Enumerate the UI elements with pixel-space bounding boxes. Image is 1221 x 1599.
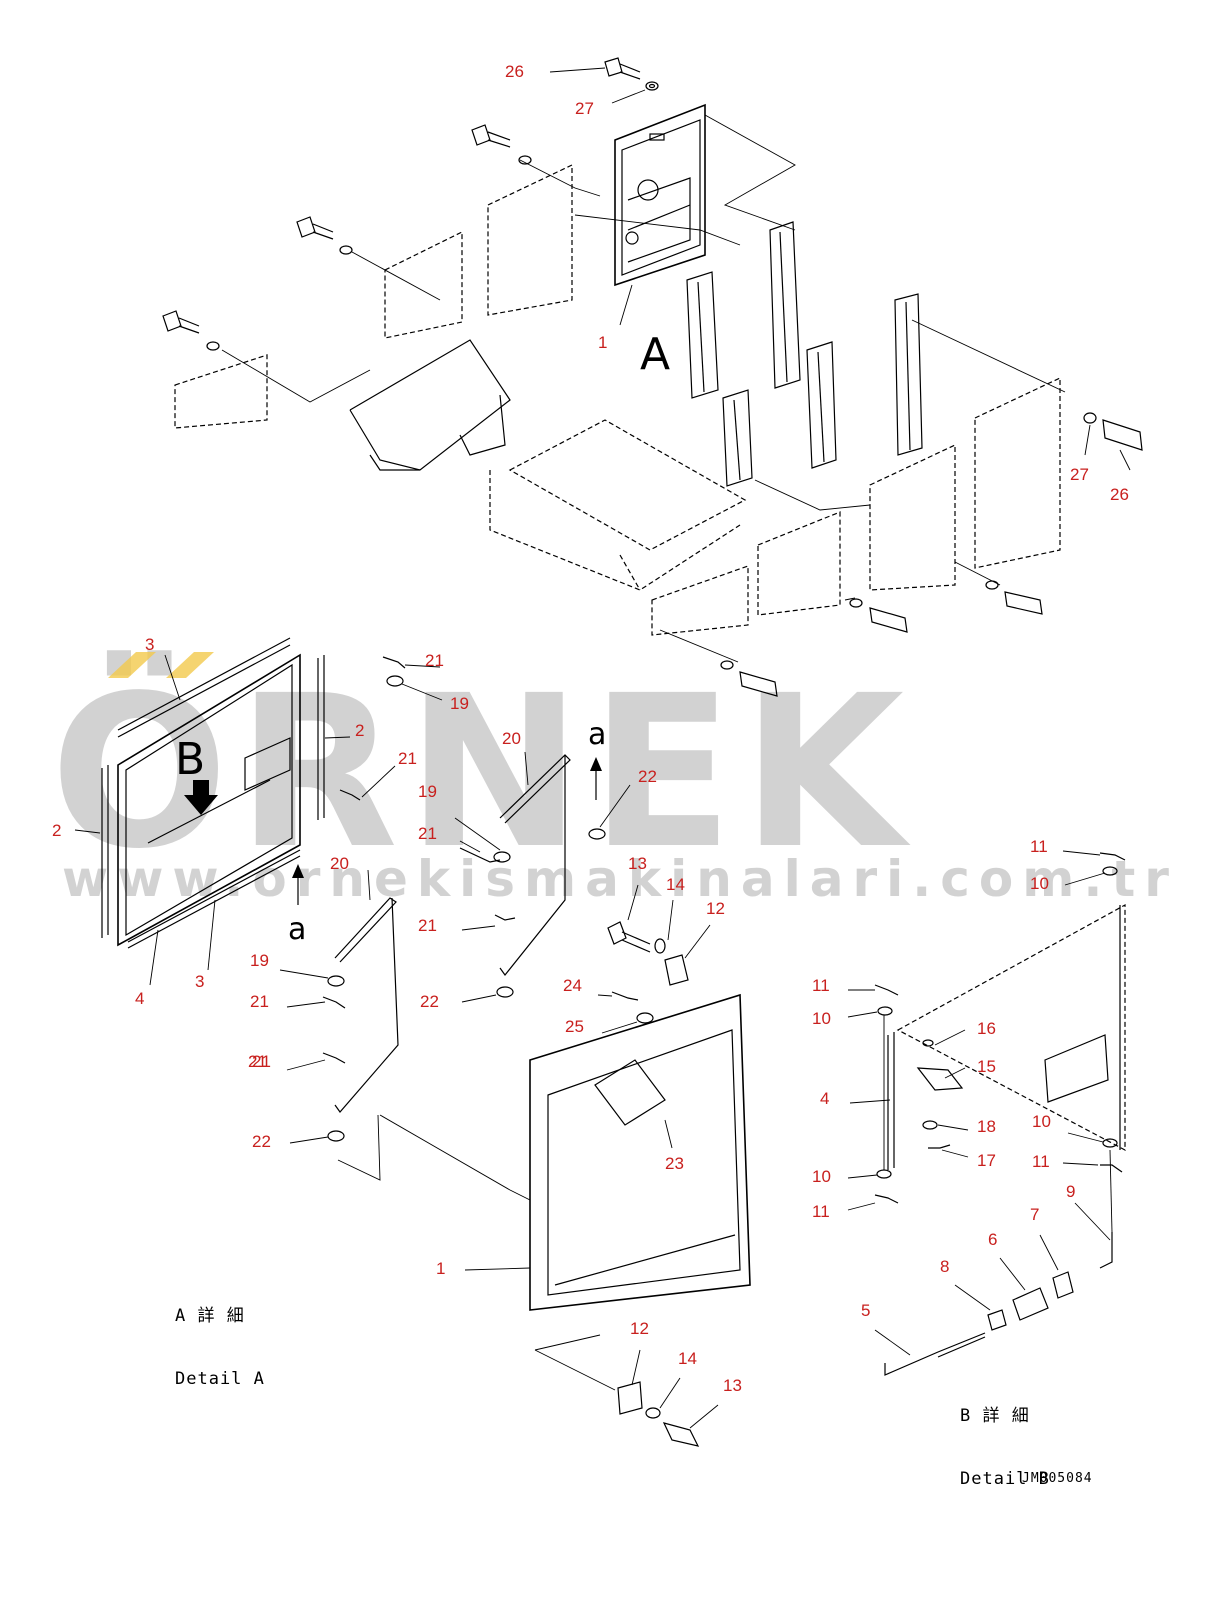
posts-top xyxy=(686,221,923,487)
callout-13: 13 xyxy=(723,1376,742,1395)
callout-1: 1 xyxy=(436,1259,446,1278)
base-frame xyxy=(489,419,747,591)
detail-b-washers xyxy=(876,866,1118,1179)
callout-4: 4 xyxy=(135,989,145,1008)
callout-15: 15 xyxy=(977,1057,996,1076)
callout-20: 20 xyxy=(330,854,349,873)
bolt-26-top xyxy=(604,57,659,91)
callout-10: 10 xyxy=(1030,874,1049,893)
bolt-set-4 xyxy=(162,310,220,351)
callout-26: 26 xyxy=(1110,485,1129,504)
detail-a-door-assembly xyxy=(101,637,325,949)
callout-1: 1 xyxy=(598,333,608,352)
leader-lines-detail-b xyxy=(847,850,1113,1356)
callout-19: 19 xyxy=(250,951,269,970)
callout-22: 22 xyxy=(420,992,439,1011)
callout-10: 10 xyxy=(812,1167,831,1186)
callout-21: 21 xyxy=(398,749,417,768)
arrow-label-a-left: a xyxy=(288,912,307,947)
callout-22: 22 xyxy=(252,1132,271,1151)
detail-b-pins xyxy=(874,852,1126,1204)
callout-26: 26 xyxy=(505,62,524,81)
callout-21: 21 xyxy=(252,1052,271,1071)
chassis-bracket xyxy=(349,339,511,471)
bolt-set-3 xyxy=(296,216,353,255)
detail-a-washers xyxy=(327,675,666,1419)
drawing-code: JM005084 xyxy=(1022,1471,1093,1486)
detail-b-rod-parts xyxy=(884,1232,1113,1376)
callout-11: 11 xyxy=(812,976,830,995)
detail-a-arrow-a-icon xyxy=(292,757,602,878)
view-letter-b: B xyxy=(175,734,206,785)
callout-12: 12 xyxy=(630,1319,649,1338)
callout-11: 11 xyxy=(812,1202,830,1221)
callout-21: 21 xyxy=(250,992,269,1011)
detail-a-struts xyxy=(334,754,571,1113)
callout-7: 7 xyxy=(1030,1205,1040,1224)
leader-lines-detail-a xyxy=(74,654,719,1429)
callout-6: 6 xyxy=(988,1230,998,1249)
callout-8: 8 xyxy=(940,1257,950,1276)
view-letter-a: A xyxy=(640,329,671,380)
bolts-top-right xyxy=(720,412,1143,697)
callout-10: 10 xyxy=(1032,1112,1051,1131)
callout-27: 27 xyxy=(575,99,594,118)
callout-3: 3 xyxy=(145,635,155,654)
detail-a-lower-frame xyxy=(529,993,751,1311)
callout-17: 17 xyxy=(977,1151,996,1170)
detail-a-caption: A 詳 細 Detail A xyxy=(175,1305,265,1390)
callout-18: 18 xyxy=(977,1117,996,1136)
callout-12: 12 xyxy=(706,899,725,918)
callout-13: 13 xyxy=(628,854,647,873)
callout-9: 9 xyxy=(1066,1182,1076,1201)
callout-16: 16 xyxy=(977,1019,996,1038)
callout-11: 11 xyxy=(1032,1152,1050,1171)
callout-21: 21 xyxy=(248,1052,267,1071)
callout-27: 27 xyxy=(1070,465,1089,484)
callout-14: 14 xyxy=(678,1349,697,1368)
callout-4: 4 xyxy=(820,1089,830,1108)
callout-19: 19 xyxy=(418,782,437,801)
callout-24: 24 xyxy=(563,976,582,995)
callout-19: 19 xyxy=(450,694,469,713)
detail-b-door xyxy=(887,903,1126,1170)
callout-3: 3 xyxy=(195,972,205,991)
callout-11: 11 xyxy=(1030,837,1048,856)
callout-14: 14 xyxy=(666,875,685,894)
callout-10: 10 xyxy=(812,1009,831,1028)
door-panel-top xyxy=(614,103,706,287)
callout-2: 2 xyxy=(52,821,62,840)
leader-lines-top xyxy=(221,67,1131,663)
callout-21: 21 xyxy=(418,916,437,935)
detail-a-arrow-b-icon xyxy=(184,780,218,815)
detail-b-caption: B 詳 細 Detail B xyxy=(960,1405,1050,1490)
arrow-label-a-right: a xyxy=(588,717,607,752)
watermark-accent-icon xyxy=(108,652,214,678)
side-panels-top xyxy=(174,164,1061,636)
callout-25: 25 xyxy=(565,1017,584,1036)
callout-22: 22 xyxy=(638,767,657,786)
callout-2: 2 xyxy=(355,721,365,740)
detail-a-pins xyxy=(322,656,639,1064)
callout-20: 20 xyxy=(502,729,521,748)
callout-21: 21 xyxy=(418,824,437,843)
callout-21: 21 xyxy=(425,651,444,670)
bolt-set-2 xyxy=(471,124,532,165)
callout-23: 23 xyxy=(665,1154,684,1173)
callout-5: 5 xyxy=(861,1301,871,1320)
